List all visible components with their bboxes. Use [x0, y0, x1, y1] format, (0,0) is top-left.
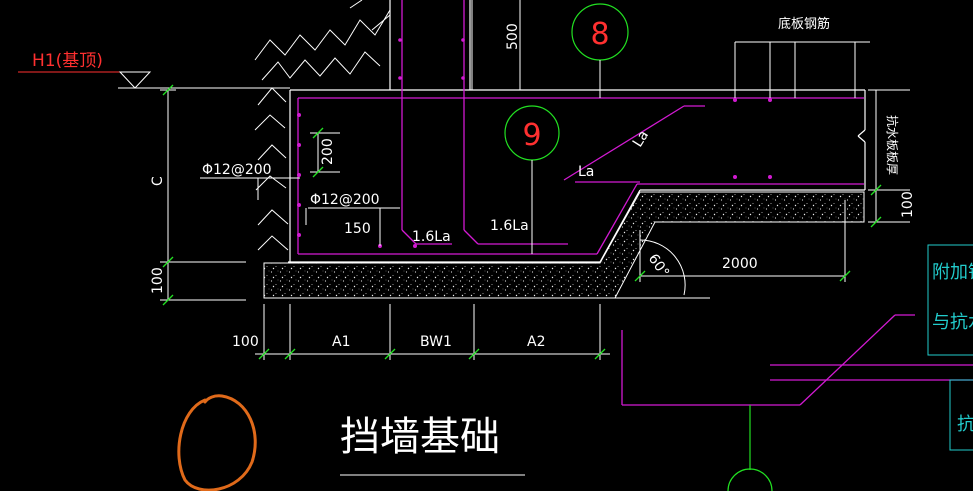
note-antifloat: 抗水板板厚: [885, 115, 900, 175]
drawing-title: 挡墙基础: [340, 414, 500, 460]
rebar-la-1: La: [578, 164, 594, 180]
dim-2000: 2000: [722, 256, 758, 272]
rebar-dots: [297, 38, 772, 248]
callout-9: 9: [504, 105, 560, 254]
elevation-label: H1(基顶): [32, 51, 103, 71]
dimension-ticks: [162, 84, 882, 360]
callout-9-label: 9: [522, 118, 541, 153]
dim-a2: A2: [527, 334, 545, 350]
rebar-label-1: Φ12@200: [202, 162, 272, 178]
note-right-1: 附加钢: [932, 262, 973, 283]
note-right-2: 与抗水: [932, 312, 973, 333]
structure-outline: [288, 0, 866, 263]
elevation-mark: H1(基顶): [18, 51, 290, 89]
soil-hatch: [254, 0, 391, 251]
dim-500: 500: [505, 23, 521, 50]
rebar-16la-2: 1.6La: [490, 218, 529, 234]
hand-drawn-circle: [177, 394, 257, 491]
callout-8: 8: [571, 3, 629, 98]
dim-200: 200: [320, 138, 336, 165]
dimension-lines: [160, 0, 910, 476]
note-right-3: 抗: [957, 414, 973, 435]
dim-100-right: 100: [900, 191, 916, 218]
note-bottom-rebar: 底板钢筋: [778, 16, 830, 32]
dim-100-bottom: 100: [232, 334, 259, 350]
dim-c: C: [150, 176, 166, 186]
dim-bw1: BW1: [420, 334, 452, 350]
rebar-la-2: La: [630, 128, 652, 150]
callout-8-label: 8: [590, 17, 609, 52]
concrete-bed: [263, 191, 865, 299]
dim-150: 150: [344, 221, 371, 237]
dim-a1: A1: [332, 334, 350, 350]
right-note-group: 附加钢 与抗水 抗: [927, 244, 973, 451]
leader-bottom: [727, 405, 773, 491]
rebar-16la-1: 1.6La: [412, 229, 451, 245]
rebar-label-2: Φ12@200: [310, 192, 380, 208]
dim-100-left: 100: [150, 267, 166, 294]
